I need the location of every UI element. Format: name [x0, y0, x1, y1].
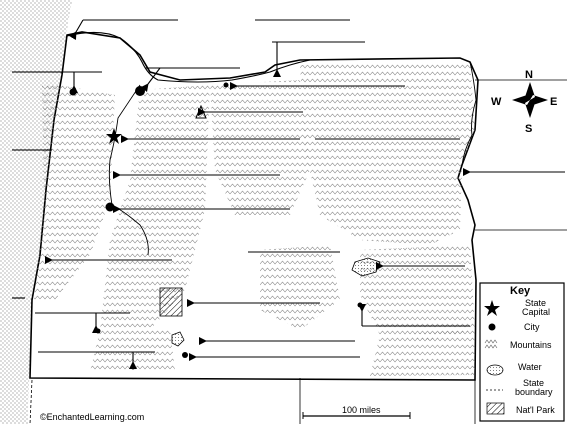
scale-bar: 100 miles — [302, 405, 411, 419]
label-lines — [12, 19, 565, 369]
snake-river — [461, 61, 477, 166]
compass-rose-icon: N S E W — [491, 69, 557, 135]
key-water-label: Water — [518, 362, 542, 372]
key-park-icon — [486, 402, 505, 415]
key-city-label: City — [524, 322, 540, 332]
key-state-capital-line1: State — [525, 298, 546, 308]
lake-upper-klamath — [171, 331, 185, 347]
map-key: Key State Capital City Mountains Water S… — [479, 282, 565, 422]
key-state-capital-line2: Capital — [522, 307, 550, 317]
southern-dashed-boundary — [29, 379, 33, 424]
city-klamath-icon — [182, 352, 188, 358]
city-astoria-icon — [69, 88, 77, 96]
city-ashland-icon — [130, 364, 136, 370]
willamette-river — [108, 84, 149, 256]
compass-south-label: S — [525, 123, 532, 135]
columbia-river — [66, 31, 311, 83]
compass-west-label: W — [491, 96, 502, 108]
city-portland-icon — [135, 86, 145, 96]
city-burns-icon — [357, 302, 363, 308]
key-star-icon — [484, 300, 500, 316]
compass-north-label: N — [525, 69, 533, 81]
key-city-icon — [488, 323, 496, 331]
city-medford-icon — [95, 328, 101, 334]
key-water-icon — [486, 364, 504, 376]
key-mountains-label: Mountains — [510, 340, 552, 350]
mountain-ranges — [34, 62, 475, 376]
capital-star-icon — [106, 128, 122, 144]
compass-east-label: E — [550, 96, 557, 108]
credit-text: ©EnchantedLearning.com — [40, 412, 144, 422]
city-the-dalles-icon — [223, 82, 229, 88]
key-state-boundary-line2: boundary — [515, 387, 553, 397]
city-eugene-icon — [105, 202, 115, 212]
key-national-park-label: Nat'l Park — [516, 405, 555, 415]
key-state-boundary-line1: State — [523, 378, 544, 388]
key-mountain-icon — [484, 339, 498, 349]
national-park-crater-lake — [159, 287, 183, 317]
lake-malheur — [351, 257, 381, 277]
scale-label: 100 miles — [342, 405, 381, 415]
key-title: Key — [510, 285, 531, 297]
state-boundaries — [299, 79, 567, 424]
